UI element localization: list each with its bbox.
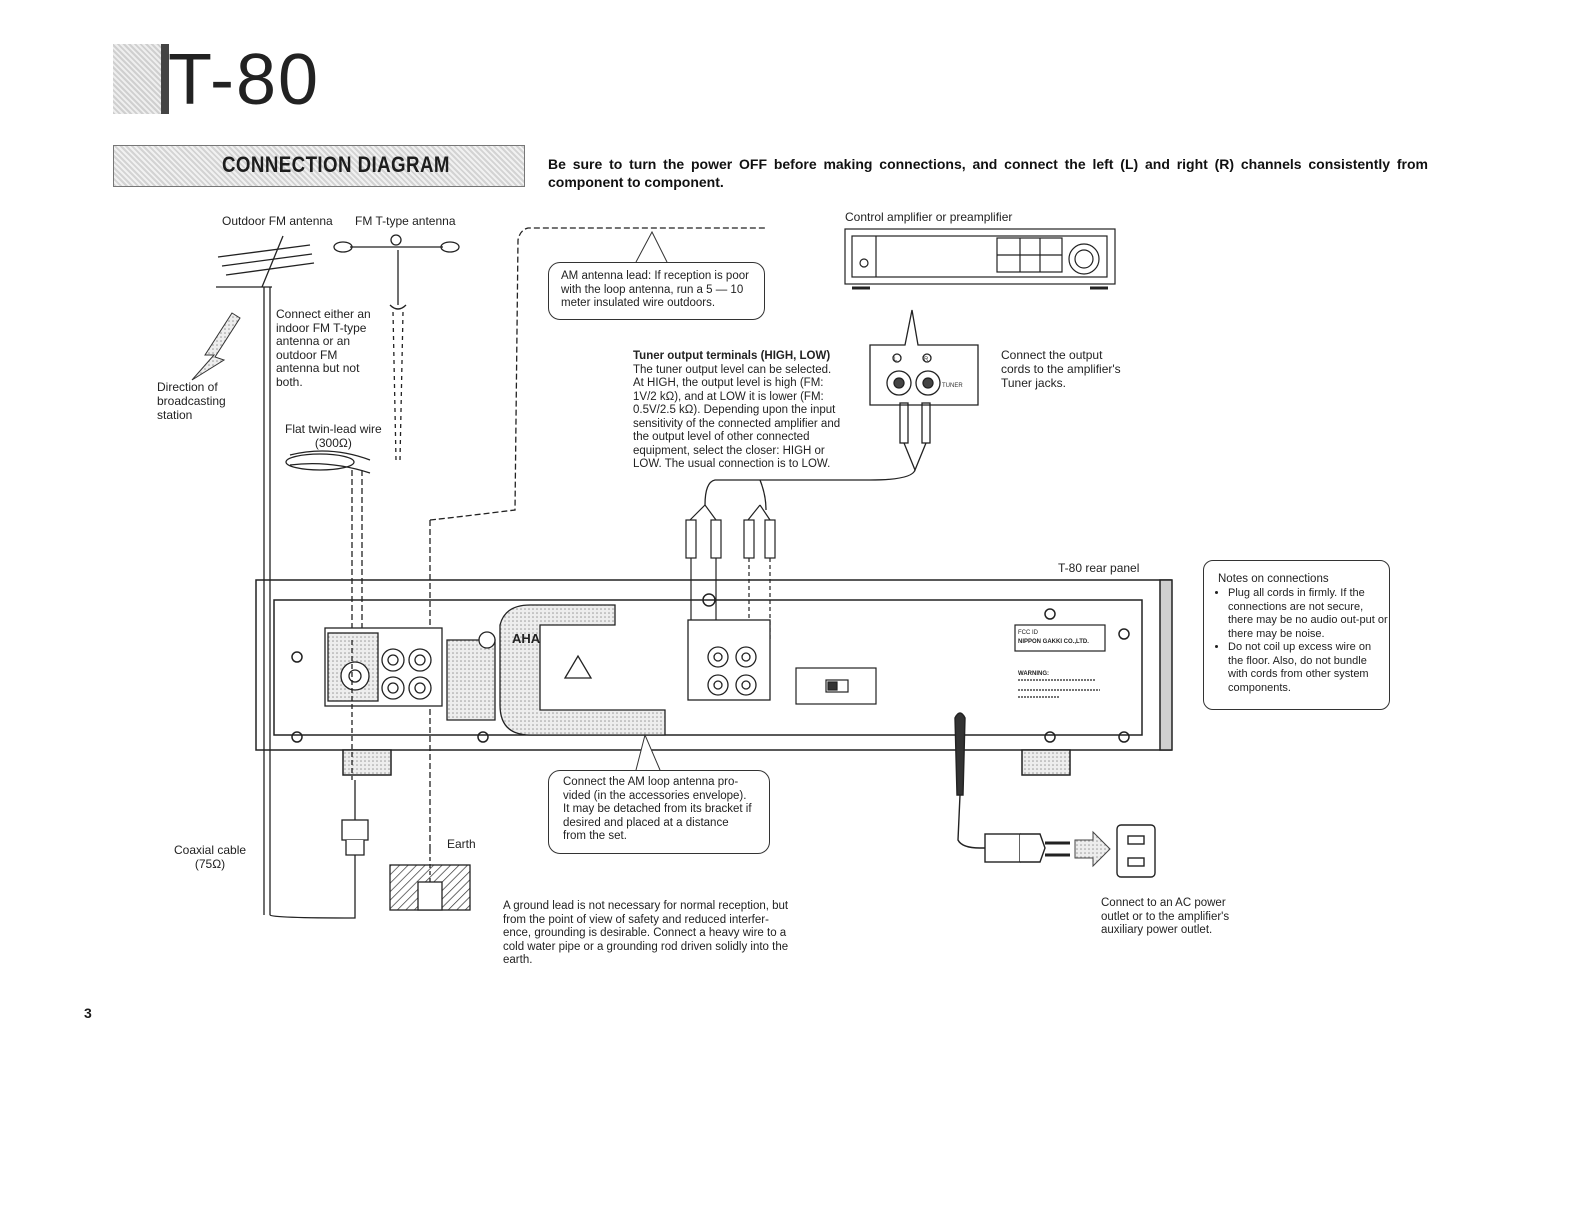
- outdoor-fm-label: Outdoor FM antenna: [222, 214, 333, 228]
- flat-twin-label: Flat twin-lead wire (300Ω): [285, 422, 382, 450]
- fcc-label: [1014, 624, 1106, 698]
- connect-output-label: Connect the output cords to the amplifie…: [1001, 348, 1121, 390]
- jack-r-label: R: [924, 357, 929, 363]
- direction-label: Direction of broadcasting station: [157, 380, 226, 422]
- section-title: CONNECTION DIAGRAM: [222, 152, 450, 177]
- notes-item: Plug all cords in firmly. If the connect…: [1228, 587, 1388, 641]
- page-number: 3: [84, 1005, 92, 1021]
- model-title: T-80: [168, 40, 321, 120]
- intro-warning: Be sure to turn the power OFF before mak…: [548, 156, 1428, 190]
- ac-outlet-icon: [1116, 824, 1156, 878]
- fcc-text: FCC ID: [1018, 630, 1039, 636]
- notes-item: Do not coil up excess wire on the floor.…: [1228, 641, 1388, 695]
- panel-brand: AHA: [512, 631, 541, 646]
- fm-t-antenna-icon: [333, 234, 460, 461]
- rear-panel: [255, 579, 1173, 776]
- power-mode-switch: [795, 667, 877, 705]
- ac-power-label: Connect to an AC power outlet or to the …: [1101, 897, 1230, 936]
- warning-text: WARNING:: [1018, 671, 1049, 677]
- control-amp-label: Control amplifier or preamplifier: [845, 210, 1013, 224]
- ground-note: A ground lead is not necessary for norma…: [503, 900, 789, 966]
- am-loop-antenna: [446, 604, 666, 736]
- coax-connector-icon: [269, 640, 369, 919]
- power-cord: [954, 712, 1070, 863]
- rear-panel-label: T-80 rear panel: [1058, 561, 1140, 575]
- plug-arrow-icon: [1074, 830, 1111, 868]
- fm-t-type-label: FM T-type antenna: [355, 214, 456, 228]
- model-shade-block: [113, 44, 169, 114]
- amp-tuner-jacks: [704, 309, 979, 511]
- notes-box: Notes on connections Plug all cords in f…: [1203, 560, 1390, 710]
- control-amplifier-icon: [844, 228, 1116, 290]
- direction-arrow-icon: [191, 312, 241, 381]
- am-lead-callout: AM antenna lead: If reception is poor wi…: [548, 262, 765, 320]
- am-loop-callout: Connect the AM loop antenna pro- vided (…: [548, 770, 770, 854]
- earth-ground-icon: [389, 850, 471, 911]
- tuner-jack-label: TUNER: [942, 383, 963, 389]
- coaxial-label: Coaxial cable (75Ω): [174, 843, 247, 871]
- earth-label: Earth: [447, 837, 476, 851]
- tuner-output-note: Tuner output terminals (HIGH, LOW) The t…: [633, 350, 841, 470]
- output-jacks: [687, 619, 771, 701]
- connect-either-label: Connect either an indoor FM T-type anten…: [276, 307, 371, 389]
- maker-text: NIPPON GAKKI CO.,LTD.: [1018, 639, 1089, 645]
- antenna-terminals: [324, 627, 443, 707]
- jack-l-label: L: [894, 357, 898, 363]
- outdoor-fm-antenna-icon: [216, 235, 315, 915]
- notes-title: Notes on connections: [1218, 573, 1329, 585]
- section-banner: CONNECTION DIAGRAM: [113, 145, 525, 187]
